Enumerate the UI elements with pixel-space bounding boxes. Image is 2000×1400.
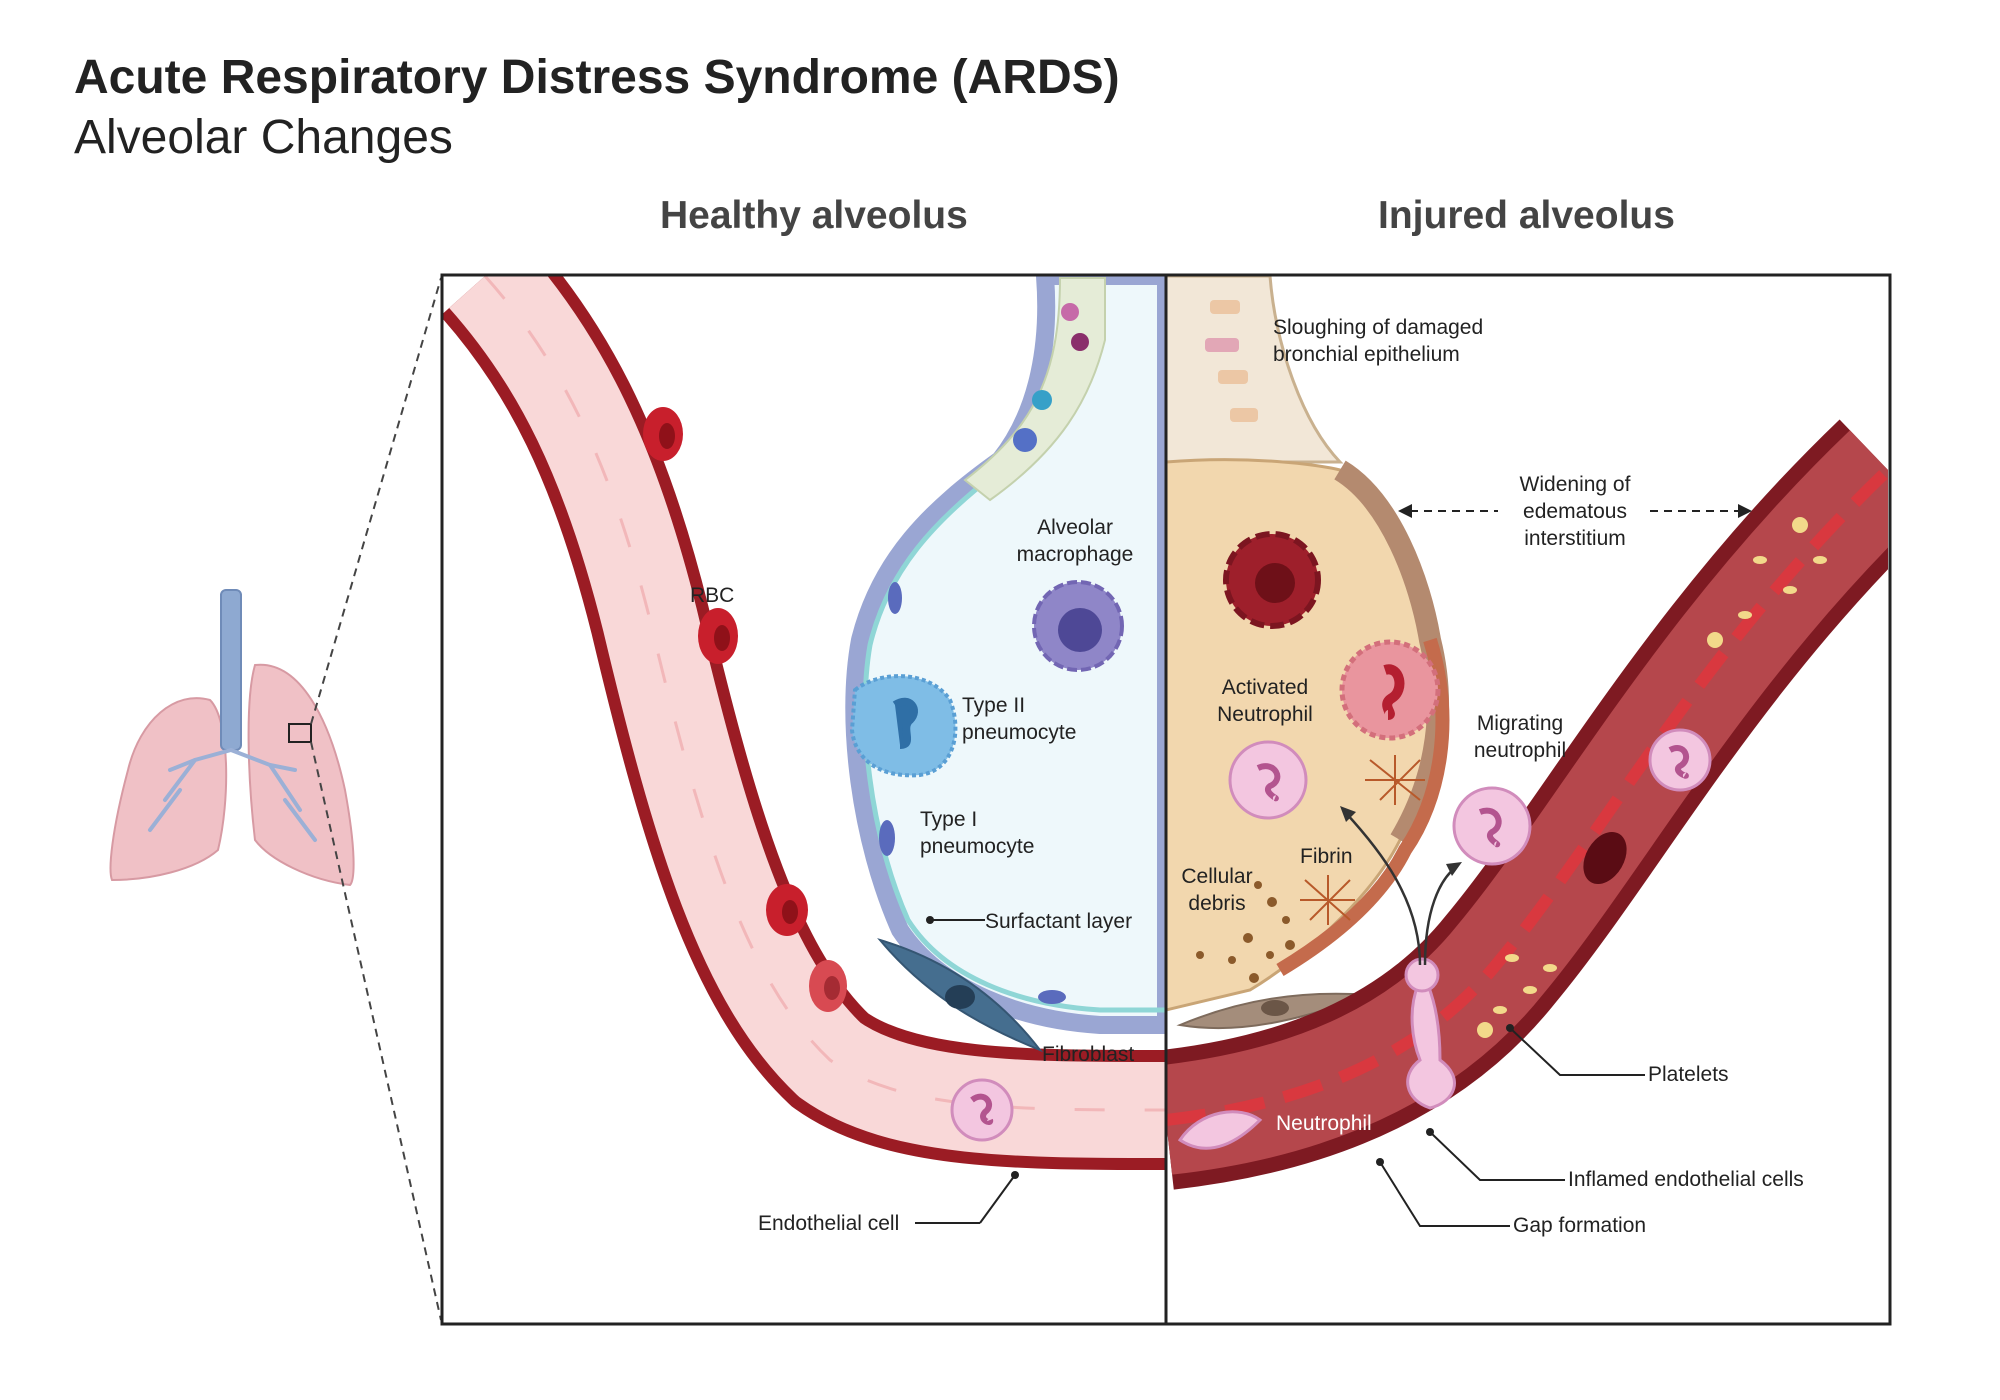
fibrin-label: Fibrin	[1300, 845, 1353, 868]
healthy-panel-title: Healthy alveolus	[660, 194, 968, 237]
rbc-label: RBC	[690, 584, 735, 607]
endothelial-cell-label: Endothelial cell	[758, 1212, 900, 1235]
injured-rbc	[1583, 831, 1627, 885]
page-title: Acute Respiratory Distress Syndrome (ARD…	[74, 51, 1120, 104]
activated-neutrophil	[1228, 740, 1308, 820]
inflamed-endothelial-label: Inflamed endothelial cells	[1568, 1168, 1804, 1191]
type-i-pneumocyte-nucleus	[888, 582, 902, 614]
bronchial-epithelium	[963, 277, 1106, 502]
platelets-label: Platelets	[1648, 1063, 1729, 1086]
healthy-panel	[443, 276, 1165, 1224]
injured-panel-title: Injured alveolus	[1378, 194, 1675, 237]
activated-neutrophil-large	[1339, 639, 1441, 741]
healthy-neutrophil	[950, 1078, 1014, 1142]
surfactant-layer	[862, 468, 1165, 1013]
sloughed-epithelium	[1205, 300, 1258, 422]
neutrophil-rolling	[1177, 1110, 1263, 1150]
zoom-line-top	[310, 277, 442, 725]
platelets	[1477, 517, 1827, 1038]
gap-formation-label: Gap formation	[1513, 1214, 1647, 1237]
inflamed-endothelial-cells	[1166, 465, 1888, 1126]
fibroblast-label: Fibroblast	[1042, 1043, 1135, 1066]
cellular-debris	[1196, 881, 1295, 983]
lungs-icon	[109, 589, 355, 887]
injured-panel	[1166, 276, 1888, 1227]
red-blood-cells	[643, 407, 847, 1012]
surfactant-layer-label: Surfactant layer	[985, 910, 1133, 933]
zoom-line-bottom	[310, 741, 442, 1321]
fibrin	[1300, 755, 1425, 925]
page-subtitle: Alveolar Changes	[74, 111, 453, 164]
migrating-neutrophil	[1452, 786, 1532, 866]
neutrophil-label: Neutrophil	[1276, 1112, 1372, 1135]
injured-panel-frame	[1164, 273, 1892, 1326]
transmigrating-neutrophil	[1406, 983, 1456, 1110]
